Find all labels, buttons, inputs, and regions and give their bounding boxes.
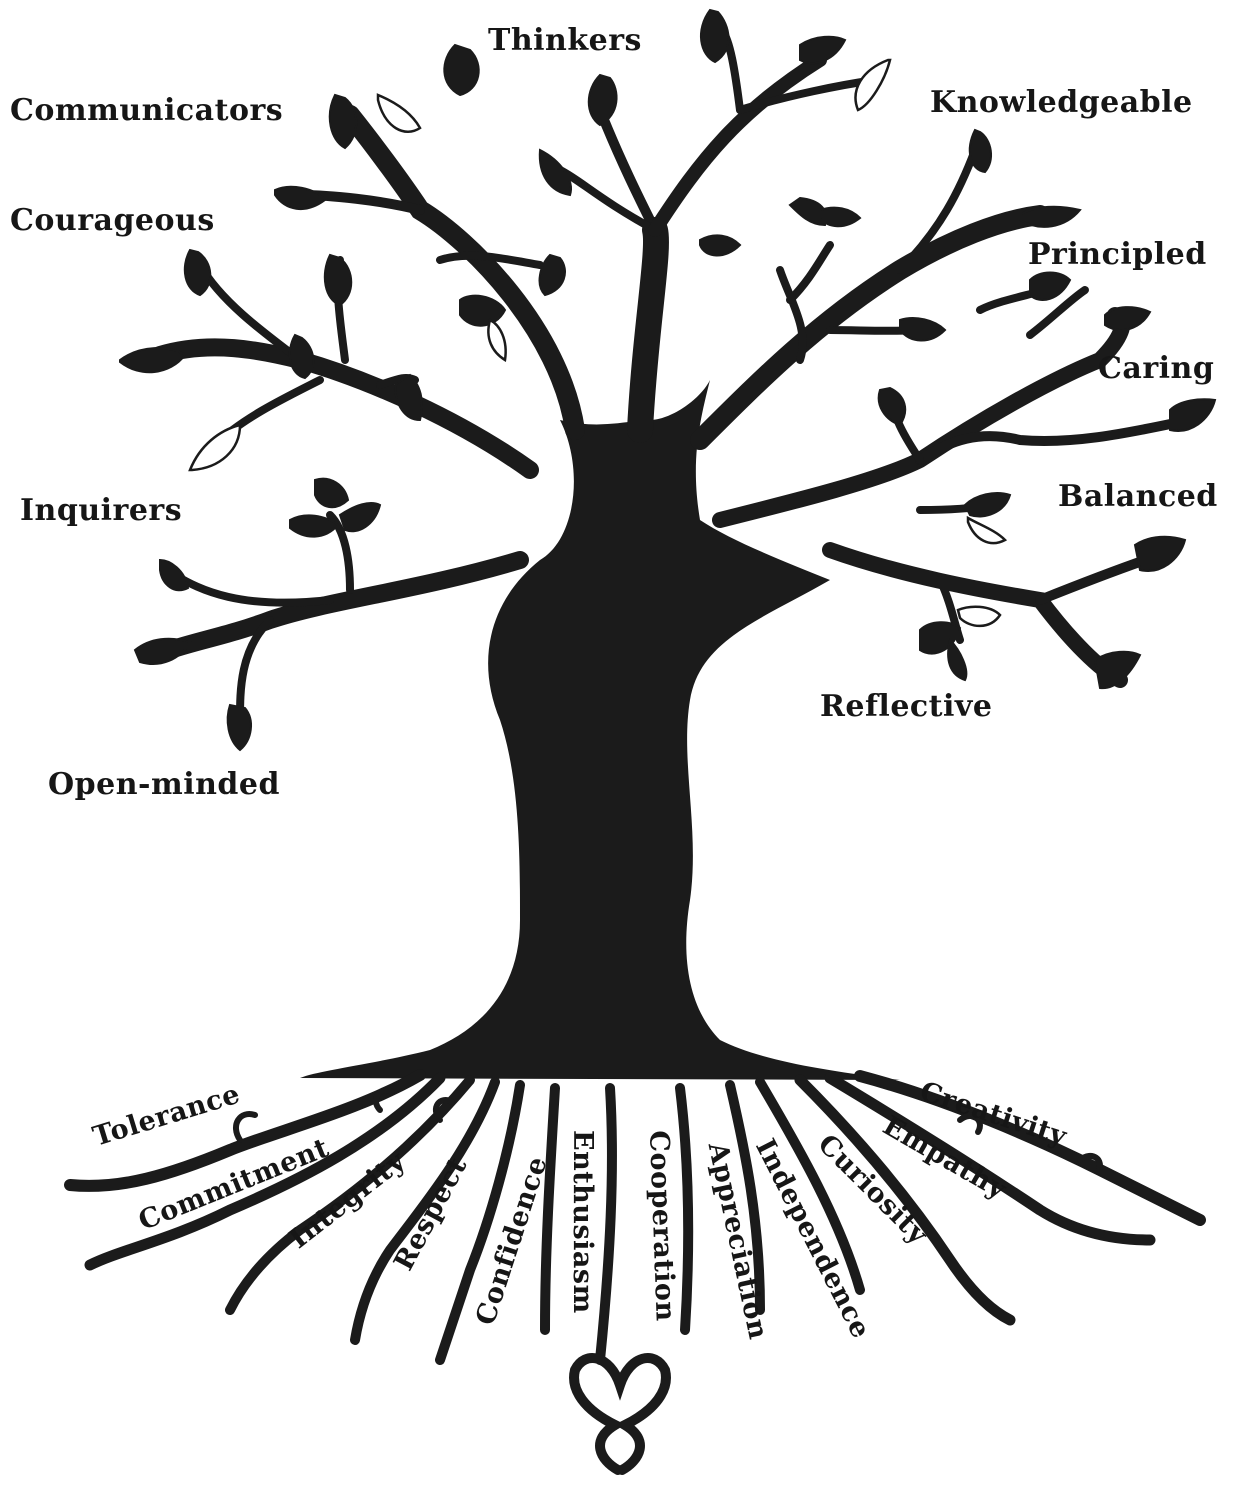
label-balanced: Balanced: [1058, 479, 1218, 514]
tree-roots: [64, 1069, 1206, 1365]
tree-leaves: [119, 8, 1217, 752]
label-enthusiasm: Enthusiasm: [567, 1130, 598, 1314]
label-open-minded: Open-minded: [48, 767, 280, 802]
label-thinkers: Thinkers: [488, 23, 642, 58]
tree-trunk: [300, 380, 900, 1080]
label-communicators: Communicators: [10, 93, 284, 128]
heart-icon: [569, 1353, 671, 1475]
label-inquirers: Inquirers: [20, 493, 183, 528]
label-caring: Caring: [1098, 351, 1215, 386]
label-knowledgeable: Knowledgeable: [930, 85, 1193, 120]
label-principled: Principled: [1028, 237, 1207, 272]
tree-leaves-light: [188, 58, 1008, 628]
label-cooperation: Cooperation: [643, 1129, 681, 1323]
label-courageous: Courageous: [10, 203, 215, 238]
label-reflective: Reflective: [820, 689, 993, 724]
